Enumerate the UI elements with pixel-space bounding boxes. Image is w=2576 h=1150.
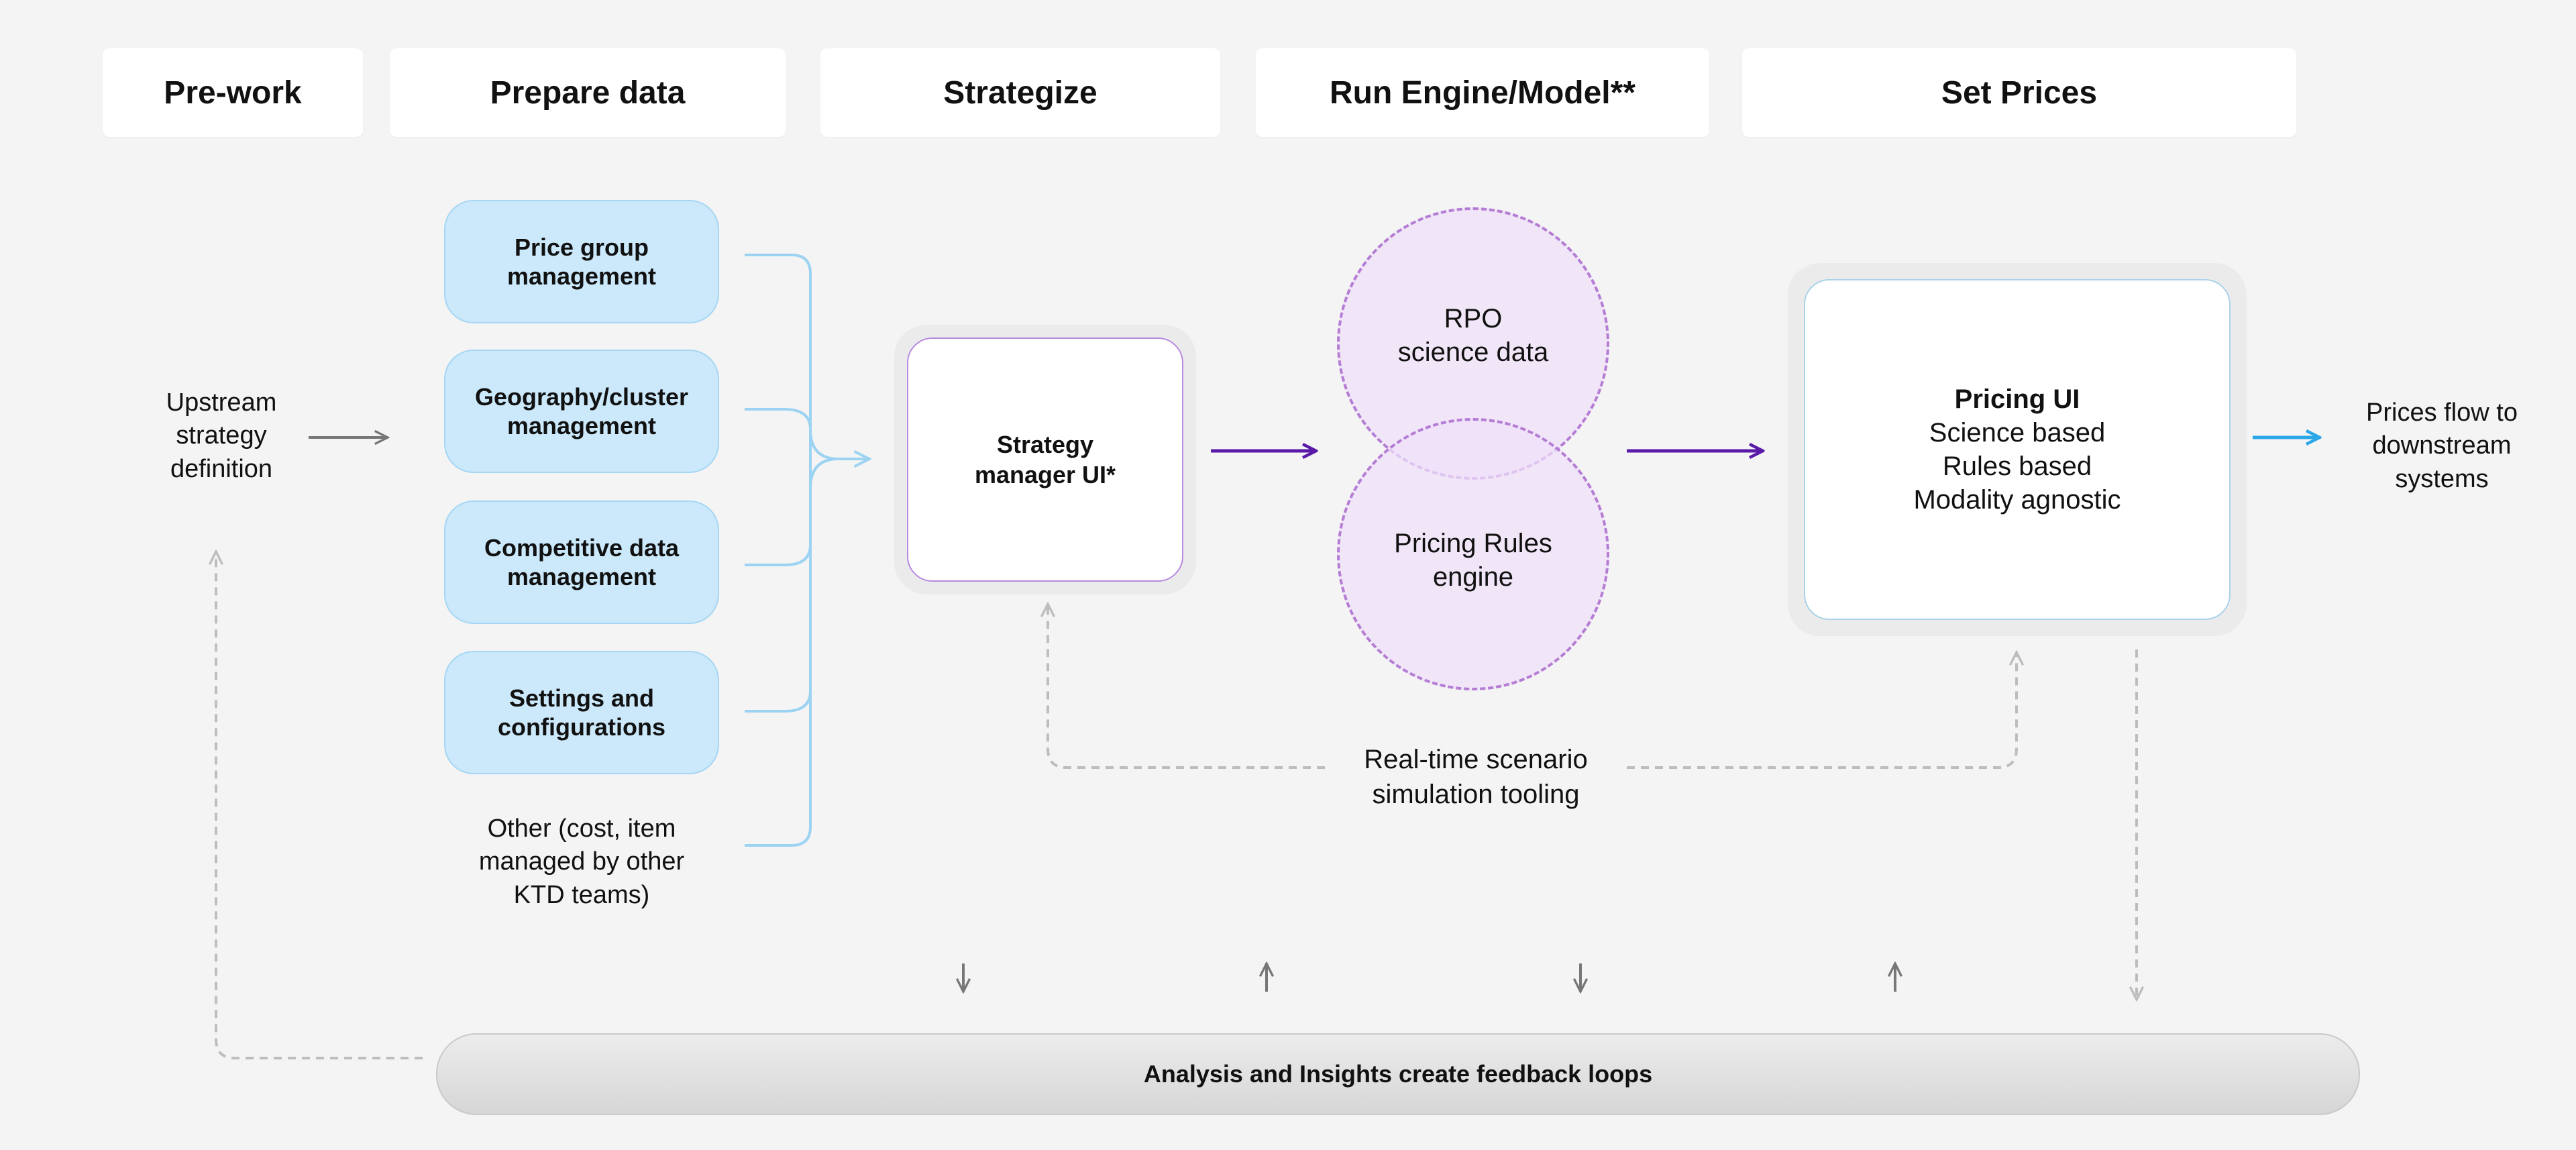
price-group-management-box: Price group management [444, 200, 719, 323]
pricing-ui-line-science: Science based [1929, 418, 2106, 448]
simulation-to-strategy-line [1048, 604, 1325, 769]
pricing-ui-title: Pricing UI [1954, 384, 2080, 414]
header-prepare-data: Prepare data [390, 48, 786, 137]
geography-cluster-management-box: Geography/cluster management [444, 350, 719, 473]
pricing-ui-line-rules: Rules based [1942, 452, 2092, 481]
pricing-rules-label: Pricing Rules engine [1394, 529, 1552, 592]
header-pre-work: Pre-work [103, 48, 363, 137]
other-data-text: Other (cost, item managed by other KTD t… [478, 814, 685, 909]
strategy-manager-card: Strategy manager UI* [907, 337, 1183, 582]
header-set-prices: Set Prices [1742, 48, 2296, 137]
pricing-ui-line-modality: Modality agnostic [1913, 485, 2121, 515]
upstream-strategy-text: Upstream strategy definition [166, 388, 277, 483]
competitive-data-management-box: Competitive data management [444, 501, 719, 624]
header-run-engine: Run Engine/Model** [1256, 48, 1709, 137]
simulation-tooling-text: Real-time scenario simulation tooling [1364, 745, 1588, 809]
feedback-loops-bar: Analysis and Insights create feedback lo… [436, 1033, 2360, 1115]
pricing-rules-circle [1337, 418, 1609, 690]
data-bracket [745, 254, 839, 847]
downstream-systems-text: Prices flow to downstream systems [2366, 398, 2518, 493]
rpo-science-label: RPO science data [1397, 304, 1549, 367]
feedback-to-upstream-line [216, 552, 423, 1059]
settings-configurations-box: Settings and configurations [444, 651, 719, 774]
pricing-ui-card: Pricing UI Science based Rules based Mod… [1804, 279, 2231, 620]
header-strategize: Strategize [820, 48, 1220, 137]
simulation-to-pricing-line [1627, 652, 2017, 769]
